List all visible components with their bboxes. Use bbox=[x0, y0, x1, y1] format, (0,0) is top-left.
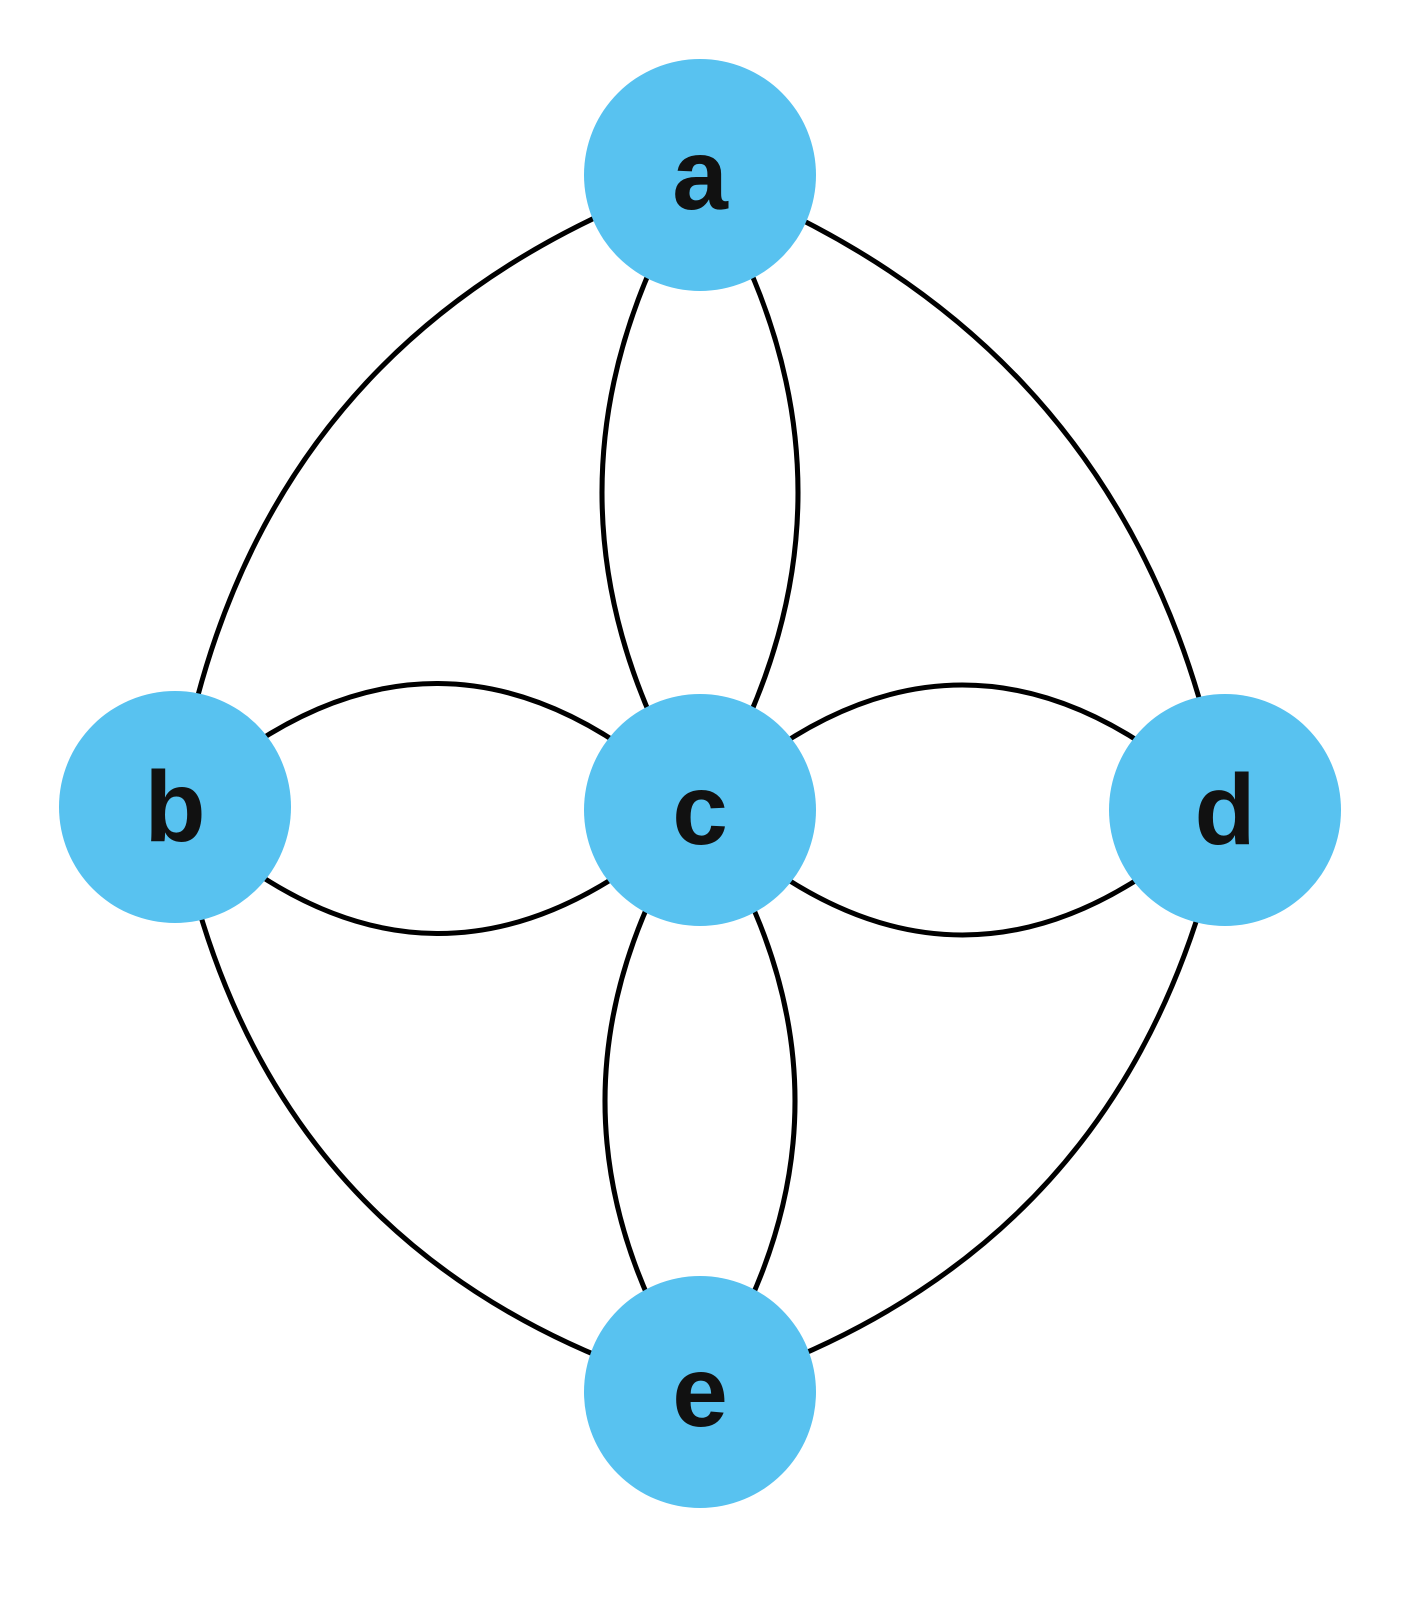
node-d bbox=[1109, 694, 1341, 926]
node-a bbox=[584, 59, 816, 291]
node-label-e: e bbox=[672, 1336, 728, 1448]
edge-b-e bbox=[172, 806, 701, 1395]
node-label-c: c bbox=[672, 754, 728, 866]
node-label-b: b bbox=[144, 751, 205, 863]
nodes-layer: a b c d e bbox=[59, 59, 1341, 1508]
node-c bbox=[584, 694, 816, 926]
node-b bbox=[59, 691, 291, 923]
node-label-a: a bbox=[672, 119, 729, 231]
edge-a-b bbox=[172, 172, 701, 808]
edge-d-e bbox=[699, 809, 1228, 1395]
edge-a-d bbox=[699, 172, 1228, 811]
node-e bbox=[584, 1276, 816, 1508]
node-label-d: d bbox=[1194, 754, 1255, 866]
